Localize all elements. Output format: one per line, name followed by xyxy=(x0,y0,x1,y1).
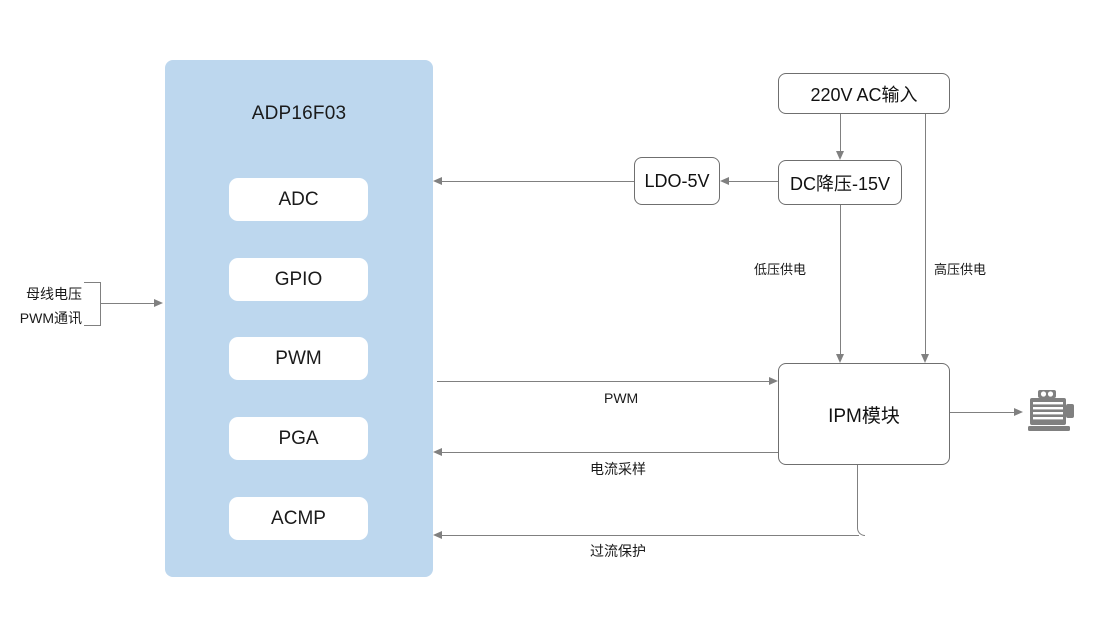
mcu-panel-adp16f03 xyxy=(165,60,433,577)
edge-current-sample-line xyxy=(442,452,778,453)
left-input-label-pwm-comm: PWM通讯 xyxy=(19,310,82,326)
edge-ldo-to-mcu-arrowhead xyxy=(433,176,442,185)
edge-ac-to-dcbuck-arrowhead xyxy=(835,151,844,160)
edge-label-pwm: PWM xyxy=(604,390,639,406)
mcu-title: ADP16F03 xyxy=(251,103,347,124)
edge-low-voltage-line xyxy=(840,205,841,354)
mcu-block-pwm[interactable]: PWM xyxy=(229,337,368,380)
edge-current-sample-arrowhead xyxy=(433,447,442,456)
left-input-bracket xyxy=(84,282,101,326)
edge-label-over-current: 过流保护 xyxy=(590,543,646,559)
edge-ldo-to-mcu-line xyxy=(442,181,634,182)
edge-pwm-line xyxy=(437,381,769,382)
edge-over-current-arrowhead xyxy=(433,530,442,539)
left-input-label-bus-voltage: 母线电压 xyxy=(26,286,82,302)
edge-dcbuck-to-ldo-arrowhead xyxy=(720,176,729,185)
edge-label-low-voltage: 低压供电 xyxy=(754,262,807,277)
edge-high-voltage-arrowhead xyxy=(920,354,929,363)
edge-dcbuck-to-ldo-line xyxy=(729,181,778,182)
edge-label-high-voltage: 高压供电 xyxy=(934,262,987,277)
node-ipm[interactable]: IPM模块 xyxy=(778,363,950,465)
mcu-block-adc[interactable]: ADC xyxy=(229,178,368,221)
node-ac-input[interactable]: 220V AC输入 xyxy=(778,73,950,114)
edge-over-current-elbow xyxy=(857,465,865,536)
node-dc-buck[interactable]: DC降压-15V xyxy=(778,160,902,205)
edge-ipm-to-motor-arrowhead xyxy=(1014,407,1023,416)
edge-left-input-arrowhead xyxy=(154,298,163,307)
edge-low-voltage-arrowhead xyxy=(835,354,844,363)
motor-icon xyxy=(1028,390,1074,431)
mcu-block-acmp[interactable]: ACMP xyxy=(229,497,368,540)
edge-pwm-arrowhead xyxy=(769,376,778,385)
node-ldo[interactable]: LDO-5V xyxy=(634,157,720,205)
edge-label-current-sample: 电流采样 xyxy=(590,461,646,477)
mcu-block-gpio[interactable]: GPIO xyxy=(229,258,368,301)
mcu-block-pga[interactable]: PGA xyxy=(229,417,368,460)
edge-high-voltage-line xyxy=(925,114,926,354)
edge-left-input-line xyxy=(100,303,154,304)
edge-ac-to-dcbuck-line xyxy=(840,114,841,151)
edge-over-current-line xyxy=(442,535,859,536)
edge-ipm-to-motor-line xyxy=(950,412,1014,413)
